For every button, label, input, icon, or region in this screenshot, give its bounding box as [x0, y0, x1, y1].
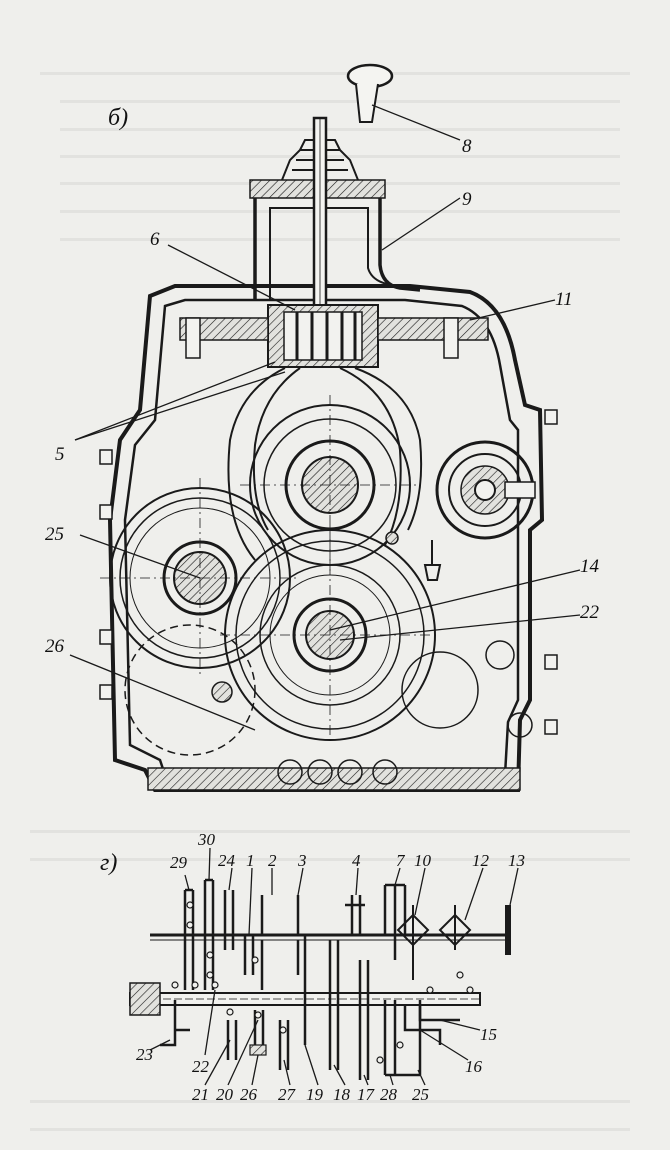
callout-11: 11 — [555, 289, 573, 310]
bleed-through-texture — [30, 72, 630, 1131]
label-20: 20 — [216, 1085, 234, 1104]
housing-outline — [107, 284, 545, 792]
upper-leader-lines — [69, 104, 581, 731]
synchronizers — [396, 905, 472, 980]
label-1: 1 — [246, 851, 255, 870]
label-16: 16 — [465, 1057, 483, 1076]
shift-fork — [227, 367, 286, 561]
hidden-gear-26 — [124, 624, 256, 756]
callout-25: 25 — [45, 524, 64, 545]
reverse-shaft-bearing — [435, 440, 536, 540]
label-21: 21 — [192, 1085, 209, 1104]
label-22-lower: 22 — [192, 1057, 210, 1076]
bolt-left — [185, 317, 201, 359]
label-26-lower: 26 — [240, 1085, 258, 1104]
label-18: 18 — [333, 1085, 351, 1104]
bolt-right — [443, 317, 459, 359]
upper-gearbox-section: б) 8 9 6 11 5 25 14 22 26 — [45, 63, 600, 792]
callout-9: 9 — [462, 189, 472, 210]
label-25-lower: 25 — [412, 1085, 429, 1104]
label-27: 27 — [278, 1085, 297, 1104]
label-4: 4 — [352, 851, 361, 870]
label-3: 3 — [297, 851, 307, 870]
idler-pin — [211, 681, 233, 703]
callout-26: 26 — [45, 636, 65, 657]
side-bolts — [99, 409, 558, 735]
label-10: 10 — [414, 851, 432, 870]
lower-leader-lines — [149, 847, 519, 1086]
label-17: 17 — [357, 1085, 376, 1104]
scheme-bearings — [171, 901, 474, 1064]
label-12: 12 — [472, 851, 490, 870]
scheme-gears — [160, 878, 460, 1080]
shift-tower — [253, 194, 421, 300]
label-23: 23 — [136, 1045, 153, 1064]
label-19: 19 — [306, 1085, 324, 1104]
label-13: 13 — [508, 851, 525, 870]
callout-14: 14 — [580, 556, 600, 577]
lever-knob — [346, 63, 394, 123]
label-15: 15 — [480, 1025, 497, 1044]
label-7: 7 — [396, 851, 406, 870]
gear-14-22 — [220, 525, 440, 745]
label-28: 28 — [380, 1085, 398, 1104]
callout-8: 8 — [462, 136, 472, 157]
selector-block — [267, 304, 379, 368]
label-29: 29 — [170, 853, 188, 872]
housing-inner-wall — [123, 298, 520, 777]
drain-plug — [385, 531, 399, 545]
callout-6: 6 — [150, 229, 160, 250]
label-24: 24 — [218, 851, 236, 870]
lower-view-letter: г) — [100, 850, 117, 876]
label-2: 2 — [268, 851, 277, 870]
lower-kinematic-scheme: г) 29 30 24 1 2 3 4 7 10 12 13 15 16 23 … — [100, 830, 525, 1104]
callout-22: 22 — [580, 602, 600, 623]
callout-5: 5 — [55, 444, 65, 465]
housing-bottom-wall — [147, 767, 521, 791]
upper-view-letter: б) — [108, 105, 128, 131]
label-30: 30 — [197, 830, 216, 849]
